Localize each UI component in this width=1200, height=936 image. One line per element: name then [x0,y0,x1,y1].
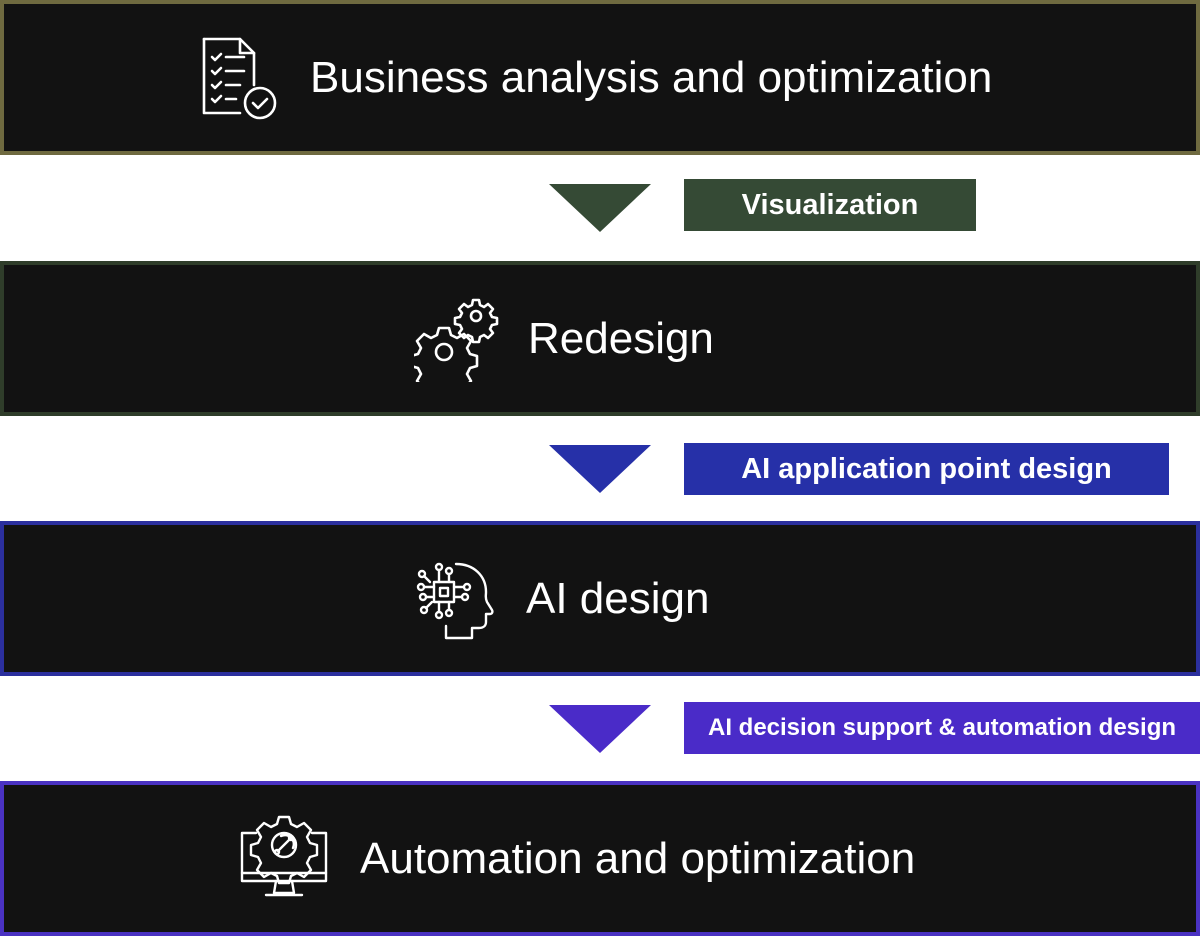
down-arrow-icon [549,445,651,493]
transition-label-ai-decision: AI decision support & automation design [684,702,1200,754]
monitor-gear-icon [236,811,332,907]
step-title: Business analysis and optimization [310,52,993,102]
step-title: AI design [526,573,710,623]
down-arrow-icon [549,705,651,753]
checklist-document-icon [196,35,282,121]
step-title: Automation and optimization [360,833,916,883]
step-automation: Automation and optimization [0,781,1200,936]
transition-label-ai-application: AI application point design [684,443,1169,495]
transition-label-text: AI decision support & automation design [707,714,1177,741]
transition-label-visualization: Visualization [684,179,976,231]
step-business-analysis: Business analysis and optimization [0,0,1200,155]
gears-icon [414,296,500,382]
step-redesign: Redesign [0,261,1200,416]
transition-label-text: Visualization [741,188,919,221]
step-ai-design: AI design [0,521,1200,676]
transition-label-text: AI application point design [741,452,1112,485]
down-arrow-icon [549,184,651,232]
step-title: Redesign [528,313,714,363]
ai-head-chip-icon [412,556,498,642]
